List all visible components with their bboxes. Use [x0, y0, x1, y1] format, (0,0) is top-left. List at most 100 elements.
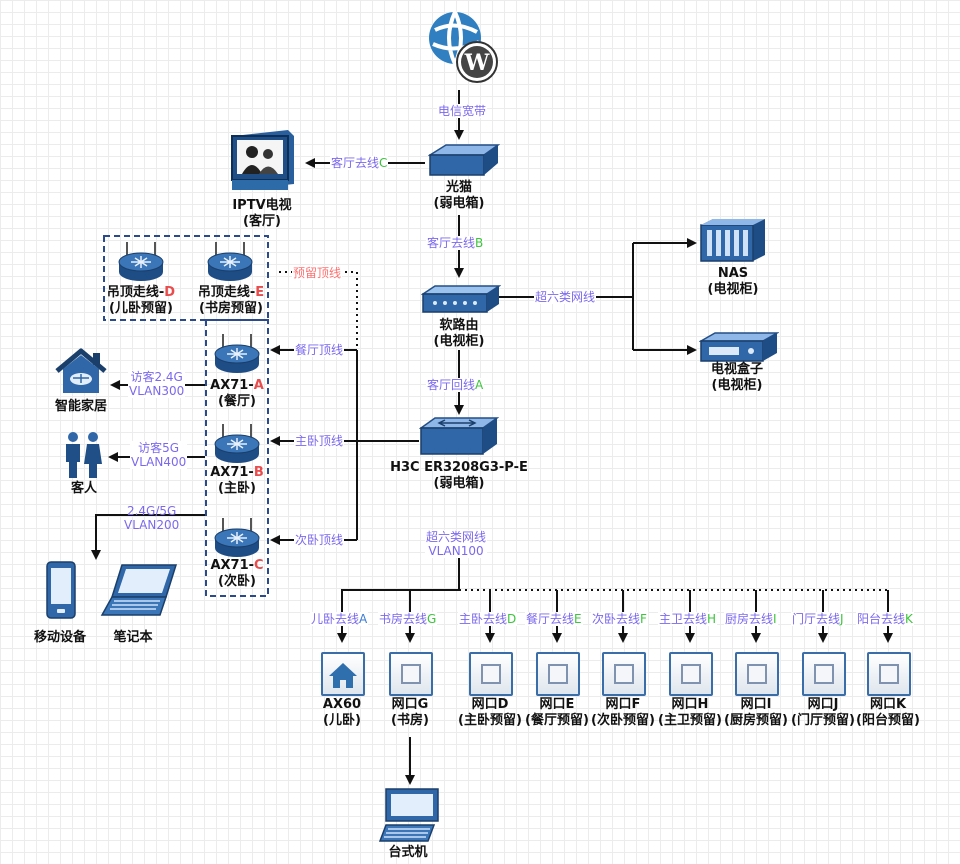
tvbox-title: 电视盒子	[710, 362, 763, 377]
main-cable-label: 超六类网线 VLAN100	[425, 530, 488, 558]
soft-router-name: 软路由 (电视柜)	[419, 318, 499, 350]
network-port-icon	[602, 652, 646, 696]
ax71-a-name: AX71-A (餐厅)	[201, 378, 273, 410]
link-b-label: 客厅去线B	[426, 236, 485, 250]
port-name: 网口I(厨房预留)	[716, 697, 796, 729]
port-socket-icon	[681, 664, 701, 684]
modem-name: 光猫 (弱电箱)	[419, 180, 499, 212]
port-title: 网口G	[391, 697, 429, 712]
iptv-location: (客厅)	[243, 214, 281, 229]
port-link-letter: J	[840, 612, 844, 626]
ax71-a-link-label: 餐厅顶线	[294, 343, 345, 357]
ceiling-router-d-icon	[118, 242, 164, 281]
soft-router-icon	[421, 285, 501, 313]
port-link-text: 厨房去线	[725, 612, 774, 626]
wire-to-mobile	[91, 514, 205, 560]
port-title: 网口H	[671, 697, 709, 712]
ax71-c-location: (次卧)	[218, 574, 256, 589]
port-title: 网口I	[740, 697, 772, 712]
network-port-icon	[669, 652, 713, 696]
network-port-icon	[867, 652, 911, 696]
port-socket-icon	[401, 664, 421, 684]
port-link-label: 阳台去线K	[856, 612, 914, 626]
port-name: 网口K(阳台预留)	[848, 697, 928, 729]
port-title: AX60	[322, 697, 362, 712]
port-link-label: 餐厅去线E	[525, 612, 583, 626]
port-name: 网口G(书房)	[370, 697, 450, 729]
port-name: 网口H(主卫预留)	[650, 697, 730, 729]
port-link-text: 儿卧去线	[311, 612, 360, 626]
ceiling-d-title: 吊顶走线-D	[106, 285, 176, 300]
port-location: (餐厅预留)	[525, 713, 589, 728]
tv-box-icon	[699, 332, 779, 362]
iptv-title: IPTV电视	[232, 198, 292, 213]
port-socket-icon	[747, 664, 767, 684]
ax71-c-link-label: 次卧顶线	[294, 533, 345, 547]
port-socket-icon	[614, 664, 634, 684]
svg-text:W: W	[464, 50, 490, 76]
link-a-label: 客厅回线A	[426, 378, 485, 392]
smarthome-link-label: 访客2.4G VLAN300	[128, 370, 186, 398]
mobile-name: 移动设备	[33, 630, 86, 645]
ax71-a-router-icon	[214, 334, 260, 373]
port-link-label: 门厅去线J	[791, 612, 845, 626]
ax71-b-link-label: 主卧顶线	[294, 434, 345, 448]
port-title: 网口K	[869, 697, 907, 712]
ceiling-e-title: 吊顶走线-E	[197, 285, 265, 300]
iptv-link-text: 客厅去线	[331, 156, 380, 170]
ax71-c-title: AX71-C	[210, 558, 264, 573]
port-link-label: 儿卧去线A	[310, 612, 369, 626]
h3c-title: H3C ER3208G3-P-E	[390, 460, 528, 475]
link-a-text: 客厅回线	[427, 378, 476, 392]
ax71-b-title: AX71-B	[210, 465, 264, 480]
port-link-letter: G	[427, 612, 437, 626]
port-socket-icon	[814, 664, 834, 684]
port-title: 网口D	[471, 697, 509, 712]
link-b-text: 客厅去线	[427, 236, 476, 250]
port-socket-icon	[481, 664, 501, 684]
port-name: 网口J(门厅预留)	[783, 697, 863, 729]
port-link-letter: I	[773, 612, 777, 626]
h3c-router-icon	[419, 417, 499, 455]
port-link-text: 餐厅去线	[526, 612, 575, 626]
smarthome-name: 智能家居	[54, 399, 107, 414]
ax71-b-location: (主卧)	[218, 481, 256, 496]
ceiling-d-name: 吊顶走线-D (儿卧预留)	[96, 285, 186, 317]
network-port-icon	[469, 652, 513, 696]
network-port-icon	[802, 652, 846, 696]
ax71-b-router-icon	[214, 424, 260, 463]
internet-link-label: 电信宽带	[437, 104, 488, 118]
port-link-label: 主卧去线D	[458, 612, 518, 626]
link-b-letter: B	[475, 236, 484, 250]
guest-people-icon	[66, 432, 102, 478]
soft-router-location: (电视柜)	[433, 334, 485, 349]
wire-reserved-ceiling	[276, 271, 358, 346]
main-cable-line1: 超六类网线	[426, 530, 487, 544]
iptv-link-label: 客厅去线C	[330, 156, 389, 170]
network-port-icon	[389, 652, 433, 696]
ceiling-d-location: (儿卧预留)	[109, 301, 173, 316]
nas-location: (电视柜)	[707, 282, 759, 297]
modem-title: 光猫	[445, 180, 472, 195]
port-title: 网口E	[539, 697, 575, 712]
port-link-label: 主卫去线H	[658, 612, 718, 626]
guest-link-line1: 访客5G	[138, 441, 180, 455]
port-name: 网口F(次卧预留)	[583, 697, 663, 729]
ax71-group-box	[205, 319, 269, 597]
desktop-computer-icon	[378, 788, 439, 842]
port-link-text: 书房去线	[379, 612, 428, 626]
port-location: (阳台预留)	[856, 713, 920, 728]
port-location: (门厅预留)	[791, 713, 855, 728]
mobile-link-line1: 2.4G/5G	[126, 504, 177, 518]
ceiling-router-e-icon	[207, 242, 253, 281]
soft-router-title: 软路由	[439, 318, 479, 333]
port-title: 网口F	[605, 697, 641, 712]
smarthome-link-line2: VLAN300	[129, 384, 185, 398]
h3c-location: (弱电箱)	[433, 476, 485, 491]
desktop-name: 台式机	[388, 845, 428, 860]
port-link-text: 主卫去线	[659, 612, 708, 626]
laptop-icon	[100, 564, 178, 616]
port-link-letter: E	[574, 612, 582, 626]
nas-icon	[700, 219, 765, 262]
ceiling-e-location: (书房预留)	[199, 301, 263, 316]
